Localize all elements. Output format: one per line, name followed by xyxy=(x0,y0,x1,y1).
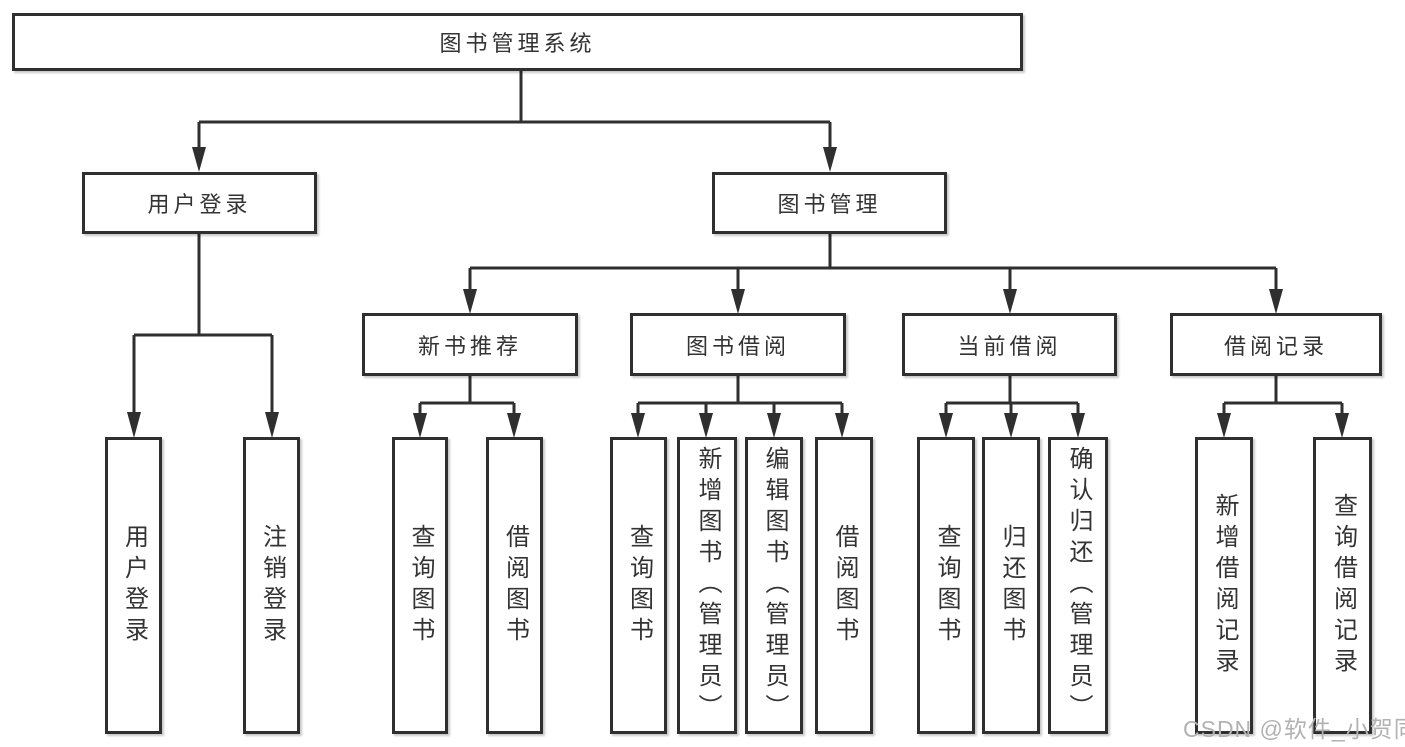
arrowhead xyxy=(835,413,849,438)
arrowhead xyxy=(1335,413,1349,438)
leaf-edit-books-admin: 编辑图书（管理员） xyxy=(745,437,803,734)
node-current-borrow-label: 当前借阅 xyxy=(957,333,1062,359)
root-node: 图书管理系统 xyxy=(12,13,1023,71)
node-book-borrow-label: 图书借阅 xyxy=(685,333,790,359)
arrowhead xyxy=(265,412,279,438)
arrowhead xyxy=(1004,413,1018,438)
leaf-user-login-label: 用户登录 xyxy=(120,523,148,648)
node-new-book-recommend-label: 新书推荐 xyxy=(417,333,522,359)
arrowhead xyxy=(767,413,781,438)
leaf-query-borrow-record-label: 查询借阅记录 xyxy=(1329,492,1357,679)
leaf-user-login: 用户登录 xyxy=(105,437,162,734)
leaf-query-books-current-label: 查询图书 xyxy=(933,523,960,648)
arrowhead xyxy=(192,147,206,172)
arrowhead xyxy=(1269,289,1283,314)
node-book-borrow: 图书借阅 xyxy=(630,313,846,376)
connector-book-borrow xyxy=(636,376,844,413)
arrowhead xyxy=(127,412,141,438)
connector-user-login xyxy=(132,234,274,413)
node-new-book-recommend: 新书推荐 xyxy=(362,313,578,376)
arrowhead xyxy=(631,413,645,438)
arrowhead xyxy=(507,413,521,438)
connector-book-management xyxy=(468,234,1278,290)
arrowhead xyxy=(1217,413,1231,438)
node-user-login: 用户登录 xyxy=(82,172,317,234)
leaf-query-books-borrow: 查询图书 xyxy=(610,437,667,734)
node-book-management: 图书管理 xyxy=(712,172,947,234)
arrowhead xyxy=(823,147,837,172)
leaf-edit-books-admin-label: 编辑图书（管理员） xyxy=(761,446,788,725)
leaf-return-books-label: 归还图书 xyxy=(998,523,1025,648)
connector-root xyxy=(197,71,832,148)
arrowhead xyxy=(731,289,745,314)
node-book-management-label: 图书管理 xyxy=(777,192,882,217)
node-borrow-records-label: 借阅记录 xyxy=(1223,333,1328,359)
leaf-query-books-borrow-label: 查询图书 xyxy=(625,523,653,648)
leaf-add-books-admin-label: 新增图书（管理员） xyxy=(694,446,721,725)
arrowhead xyxy=(463,289,477,314)
leaf-query-books-current: 查询图书 xyxy=(917,437,975,734)
watermark-text: CSDN @软件_小贺同学 xyxy=(1183,716,1405,742)
leaf-borrow-books-label: 借阅图书 xyxy=(831,523,858,648)
leaf-logout-label: 注销登录 xyxy=(258,523,286,648)
leaf-add-borrow-record: 新增借阅记录 xyxy=(1195,437,1253,734)
leaf-borrow-books-recommend: 借阅图书 xyxy=(486,437,543,734)
leaf-query-books-recommend: 查询图书 xyxy=(392,437,448,734)
leaf-confirm-return-admin-label: 确认归还（管理员） xyxy=(1065,446,1092,725)
leaf-add-books-admin: 新增图书（管理员） xyxy=(677,437,737,734)
connector-borrow-records xyxy=(1222,376,1344,413)
connector-new-book-recommend xyxy=(418,376,516,413)
node-borrow-records: 借阅记录 xyxy=(1170,313,1382,376)
leaf-logout: 注销登录 xyxy=(243,437,300,734)
node-user-login-label: 用户登录 xyxy=(147,192,252,217)
leaf-return-books: 归还图书 xyxy=(982,437,1040,734)
root-node-label: 图书管理系统 xyxy=(439,31,596,56)
leaf-query-books-recommend-label: 查询图书 xyxy=(407,523,434,648)
leaf-add-borrow-record-label: 新增借阅记录 xyxy=(1211,492,1238,679)
leaf-borrow-books: 借阅图书 xyxy=(815,437,873,734)
arrowhead xyxy=(1003,289,1017,314)
leaf-borrow-books-recommend-label: 借阅图书 xyxy=(501,523,529,648)
arrowhead xyxy=(1071,413,1085,438)
leaf-confirm-return-admin: 确认归还（管理员） xyxy=(1048,437,1108,734)
leaf-query-borrow-record: 查询借阅记录 xyxy=(1313,437,1372,734)
arrowhead xyxy=(413,413,427,438)
connector-current-borrow xyxy=(944,376,1080,413)
arrowheads xyxy=(127,147,1349,438)
node-current-borrow: 当前借阅 xyxy=(902,313,1117,376)
arrowhead xyxy=(699,413,713,438)
arrowhead xyxy=(939,413,953,438)
